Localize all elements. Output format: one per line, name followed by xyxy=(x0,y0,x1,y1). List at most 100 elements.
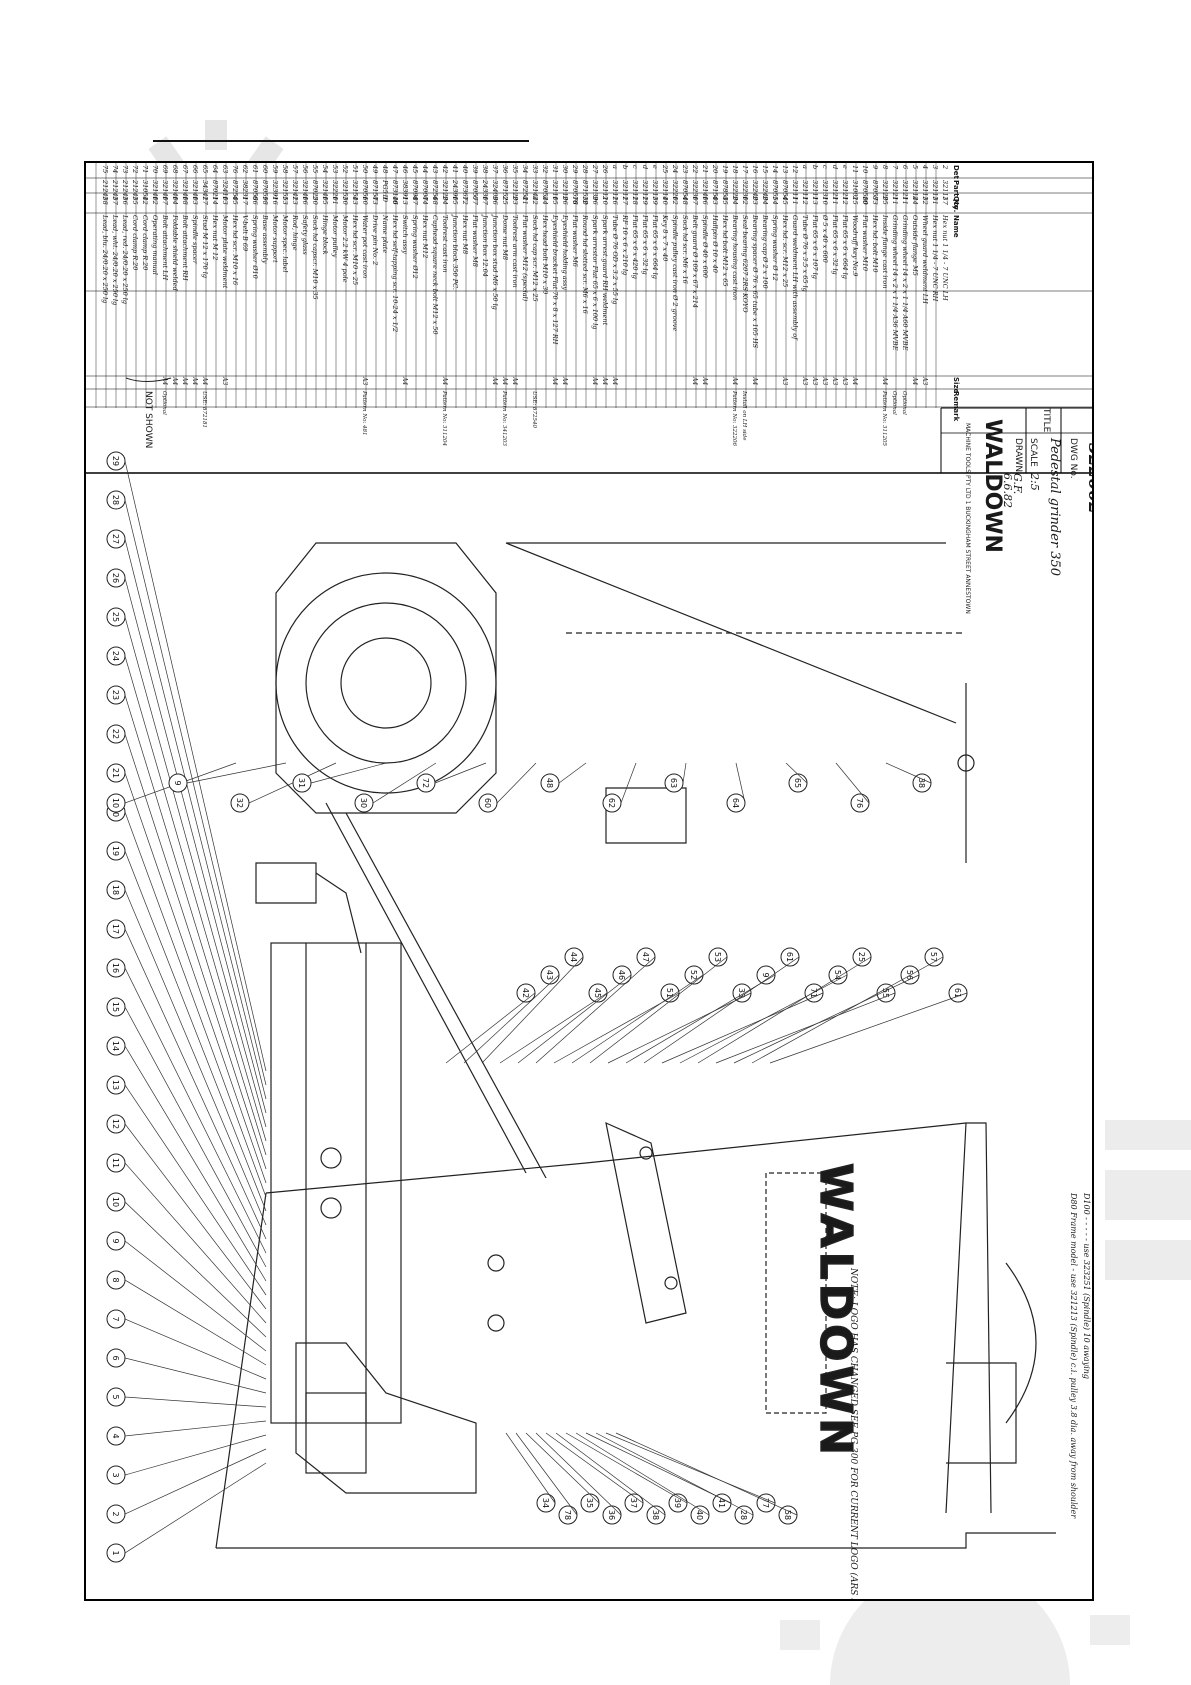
parts-row-part-no: 321112 xyxy=(801,180,809,205)
parts-row-name: Operating manual xyxy=(151,215,159,275)
parts-row-part-no: 321404 xyxy=(171,180,179,205)
balloon-label: 63 xyxy=(669,778,678,788)
leader-line xyxy=(715,992,896,1064)
leader-line xyxy=(481,956,584,1064)
parts-row-part-no: 321530 xyxy=(341,180,349,205)
parts-row-name: Hex hd self-tapping scr. 10-24 x 1/2 xyxy=(391,214,399,332)
parts-row-det: 3 xyxy=(931,165,939,169)
parts-row-name: Foldable shield welded xyxy=(171,214,179,291)
parts-row-remark: Optional xyxy=(891,391,897,415)
balloon-label: 24 xyxy=(111,651,120,661)
parts-row-name: Bearing spacer Ø 76 x 65 tube x 105 HS xyxy=(751,214,759,349)
balloon-label: 9 xyxy=(761,972,770,977)
balloon-label: 6 xyxy=(111,1355,120,1360)
leader-line xyxy=(124,1357,267,1394)
balloon-label: 29 xyxy=(111,456,120,466)
parts-row-det: 67 xyxy=(181,165,189,174)
leader-line xyxy=(885,762,932,784)
parts-row-det: d xyxy=(641,165,649,169)
leader-line xyxy=(697,956,872,1064)
leader-line xyxy=(661,992,824,1064)
parts-row-part-no: 212435 xyxy=(131,179,139,205)
leader-line xyxy=(575,1432,710,1516)
parts-row-det: 70 xyxy=(151,165,159,173)
leader-line xyxy=(751,956,944,1064)
parts-row-qty: 1 xyxy=(921,196,929,200)
parts-row-det: a xyxy=(611,165,619,169)
parts-row-name: Hex head bolt M10 x 30 xyxy=(541,214,549,294)
parts-row-det: 17 xyxy=(741,165,749,174)
title-block-label-scale: SCALE xyxy=(1028,438,1038,467)
balloon-label: 25 xyxy=(857,952,866,962)
parts-row-qty: 12 xyxy=(581,196,589,204)
title-block-company: MACHINE TOOLS PTY LTD 1 BUCKINGHAM STREE… xyxy=(964,423,971,614)
parts-row-part-no: 324103 xyxy=(221,180,229,205)
leader-line xyxy=(625,974,776,1064)
balloon-label: 28 xyxy=(111,495,120,505)
balloon-label: 48 xyxy=(545,778,554,788)
parts-row-name: Hinge block xyxy=(321,214,329,255)
parts-row-qty: 1 xyxy=(551,196,559,200)
parts-row-name: Stud M 12 x 170 lg xyxy=(201,215,209,278)
leader-line xyxy=(620,762,637,804)
parts-row-part-no: 321402 xyxy=(151,180,159,205)
parts-row-part-no: 322204 xyxy=(731,180,739,205)
parts-row-part-no: 870554 xyxy=(771,180,779,205)
parts-row-size: A4 xyxy=(161,376,168,385)
balloon-label: 43 xyxy=(545,970,554,980)
parts-row-size: A4 xyxy=(601,376,608,385)
parts-row-part-no: 870250 xyxy=(311,180,319,205)
balloon-label: 77 xyxy=(761,1498,770,1508)
parts-row-size: A3 xyxy=(921,376,928,385)
leader-line xyxy=(571,974,704,1064)
parts-row-name: Motor 2.2 kW 4 pole xyxy=(341,214,349,283)
parts-row-name: Drive pin No. 2 xyxy=(371,214,379,265)
parts-row-det: 66 xyxy=(191,165,199,173)
title-block-label-dwg-no: DWG No. xyxy=(1068,438,1078,479)
parts-row-size: A4 xyxy=(591,376,598,385)
parts-row-part-no: 870586 xyxy=(251,180,259,205)
balloon-label: 53 xyxy=(713,952,722,962)
parts-row-part-no: 243905 xyxy=(451,179,459,205)
leader-line xyxy=(517,974,632,1064)
balloon-label: 9 xyxy=(173,780,182,785)
parts-row-part-no: 870560 xyxy=(361,180,369,205)
title-block-drawing-number: 322002 xyxy=(1084,443,1094,514)
leader-line xyxy=(835,762,870,804)
parts-row-remark: Pattern No: 311205 xyxy=(881,390,887,447)
parts-row-part-no: 322403 xyxy=(751,180,759,205)
leader-line xyxy=(535,956,656,1064)
parts-row-qty: 6 xyxy=(471,196,479,200)
title-block-date: 6.6.82 xyxy=(1001,473,1014,508)
parts-row-det: 31 xyxy=(551,165,559,173)
parts-row-qty: 4 xyxy=(411,195,419,200)
parts-row-qty: 1 xyxy=(671,196,679,200)
parts-row-qty: 1 xyxy=(121,196,129,200)
balloon-label: 60 xyxy=(483,798,492,808)
parts-row-part-no: 321110 xyxy=(601,180,609,205)
parts-row-qty: 10 xyxy=(391,196,399,204)
leader-line xyxy=(595,1432,754,1516)
parts-row-name: Flat 65 x 6 x 664 lg xyxy=(841,214,849,279)
parts-row-qty: 1 xyxy=(791,196,799,200)
parts-row-part-no: 321139 xyxy=(651,180,659,205)
parts-row-name: Spring washer Ø12 xyxy=(411,215,419,279)
parts-row-part-no: 870598 xyxy=(261,180,269,205)
parts-row-qty: 1 xyxy=(181,196,189,200)
parts-row-part-no: 321211 xyxy=(891,180,899,205)
parts-row-qty: 1 xyxy=(631,196,639,200)
balloon-label: 55 xyxy=(881,988,890,998)
parts-row-det: 37 xyxy=(491,165,499,174)
parts-row-qty: 1 xyxy=(141,196,149,200)
parts-row-det: 44 xyxy=(421,164,429,173)
parts-row-det: 28 xyxy=(581,164,589,173)
parts-row-qty: 1 xyxy=(321,196,329,200)
parts-row-qty: 4 xyxy=(681,195,689,200)
parts-row-name: Sock hd scr. M6 x 16 xyxy=(681,215,689,284)
parts-row-name: Motor pulley xyxy=(331,214,339,258)
parts-row-part-no: 310542 xyxy=(141,180,149,205)
parts-row-remark: Pattern No: 322206 xyxy=(731,390,737,447)
balloon-label: 1 xyxy=(111,1550,120,1555)
